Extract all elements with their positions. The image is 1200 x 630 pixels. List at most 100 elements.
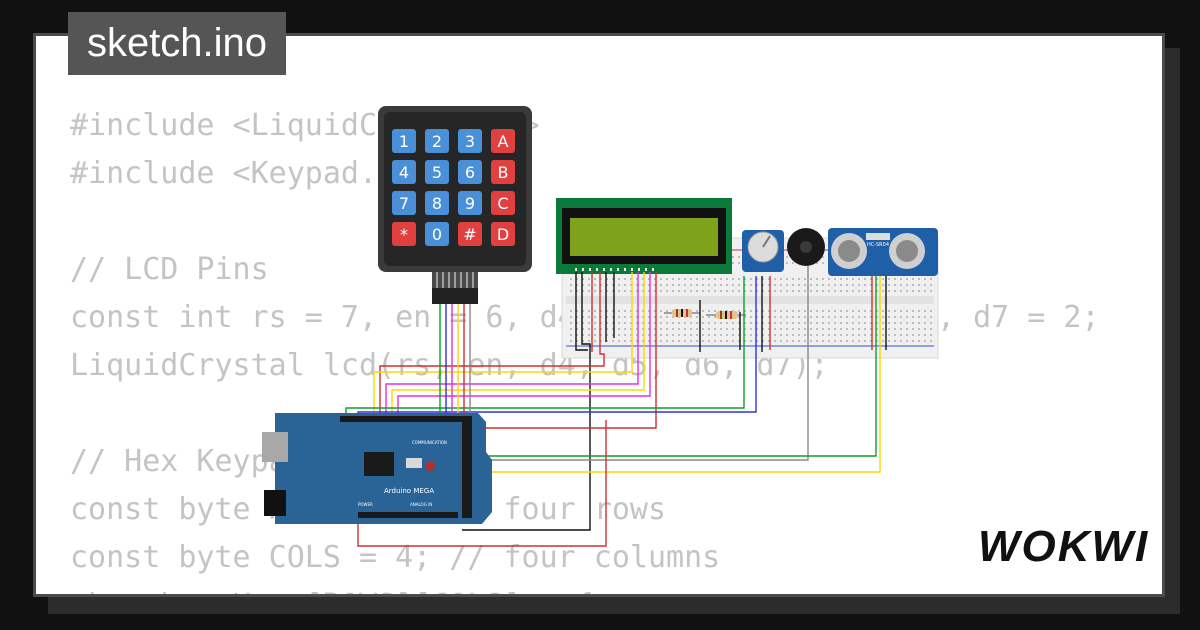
breadboard-hole (864, 328, 866, 330)
breadboard-hole (594, 284, 596, 286)
buzzer[interactable] (787, 228, 825, 266)
keypad-key[interactable] (392, 222, 416, 246)
breadboard-hole (816, 284, 818, 286)
breadboard-hole (570, 316, 572, 318)
breadboard-hole (726, 284, 728, 286)
keypad-key[interactable] (458, 160, 482, 184)
breadboard-hole (924, 284, 926, 286)
breadboard-hole (600, 278, 602, 280)
breadboard-hole (738, 256, 740, 258)
breadboard-hole (618, 328, 620, 330)
breadboard-hole (846, 328, 848, 330)
breadboard-hole (756, 278, 758, 280)
breadboard-hole (612, 290, 614, 292)
breadboard-hole (822, 310, 824, 312)
breadboard-hole (900, 328, 902, 330)
breadboard-hole (606, 284, 608, 286)
breadboard-hole (912, 290, 914, 292)
breadboard-hole (678, 334, 680, 336)
breadboard-hole (816, 278, 818, 280)
breadboard-hole (810, 310, 812, 312)
keypad-key-label: 5 (432, 163, 442, 182)
breadboard-hole (642, 334, 644, 336)
breadboard-hole (570, 328, 572, 330)
breadboard-hole (630, 340, 632, 342)
breadboard-hole (798, 340, 800, 342)
breadboard-hole (714, 340, 716, 342)
keypad-key[interactable] (458, 129, 482, 153)
breadboard-hole (750, 334, 752, 336)
breadboard-hole (792, 316, 794, 318)
breadboard-hole (684, 328, 686, 330)
keypad-key[interactable] (425, 222, 449, 246)
breadboard-hole (714, 284, 716, 286)
keypad-key[interactable] (392, 191, 416, 215)
keypad-key[interactable] (491, 191, 515, 215)
breadboard-hole (648, 328, 650, 330)
breadboard-hole (582, 290, 584, 292)
breadboard-hole (894, 310, 896, 312)
file-title-tab: sketch.ino (68, 12, 286, 75)
keypad-key[interactable] (392, 129, 416, 153)
keypad-key[interactable] (392, 160, 416, 184)
breadboard-hole (576, 278, 578, 280)
breadboard-hole (870, 328, 872, 330)
breadboard-hole (720, 322, 722, 324)
breadboard-hole (678, 322, 680, 324)
breadboard-hole (858, 334, 860, 336)
breadboard-hole (684, 334, 686, 336)
breadboard-hole (828, 334, 830, 336)
breadboard-hole (804, 328, 806, 330)
breadboard-hole (642, 328, 644, 330)
keypad-key[interactable] (425, 160, 449, 184)
keypad-key[interactable] (491, 160, 515, 184)
breadboard-hole (912, 284, 914, 286)
ultrasonic-sensor-hc-sr04[interactable]: HC-SR04 (828, 228, 938, 276)
breadboard-hole (870, 340, 872, 342)
breadboard-hole (738, 290, 740, 292)
breadboard-hole (840, 316, 842, 318)
breadboard-hole (702, 290, 704, 292)
breadboard-hole (714, 310, 716, 312)
breadboard-hole (708, 278, 710, 280)
breadboard-hole (780, 316, 782, 318)
keypad-key[interactable] (491, 222, 515, 246)
breadboard-hole (930, 340, 932, 342)
lcd-16x2[interactable] (556, 198, 732, 274)
breadboard-hole (636, 310, 638, 312)
breadboard-hole (726, 328, 728, 330)
breadboard-hole (708, 284, 710, 286)
breadboard-hole (816, 328, 818, 330)
breadboard-hole (606, 290, 608, 292)
breadboard-hole (654, 340, 656, 342)
breadboard-hole (678, 278, 680, 280)
breadboard-hole (624, 316, 626, 318)
breadboard-hole (618, 278, 620, 280)
breadboard-hole (894, 340, 896, 342)
breadboard-hole (648, 284, 650, 286)
potentiometer[interactable] (742, 230, 784, 272)
breadboard-hole (828, 278, 830, 280)
breadboard-hole (636, 284, 638, 286)
keypad-key[interactable] (425, 191, 449, 215)
arduino-mega-board[interactable]: Arduino MEGA POWER ANALOG IN COMMUNICATI… (262, 413, 492, 524)
keypad-key[interactable] (491, 129, 515, 153)
keypad-key[interactable] (458, 222, 482, 246)
breadboard-hole (636, 322, 638, 324)
sensor-label: HC-SR04 (867, 242, 889, 248)
breadboard-hole (924, 334, 926, 336)
breadboard-hole (918, 334, 920, 336)
keypad-key[interactable] (458, 191, 482, 215)
breadboard-hole (762, 284, 764, 286)
breadboard-hole (570, 310, 572, 312)
keypad-key[interactable] (425, 129, 449, 153)
breadboard-hole (636, 334, 638, 336)
breadboard-hole (930, 316, 932, 318)
breadboard-hole (852, 328, 854, 330)
breadboard-hole (852, 316, 854, 318)
breadboard-hole (612, 310, 614, 312)
breadboard-hole (918, 322, 920, 324)
analog-label: ANALOG IN (410, 502, 432, 507)
